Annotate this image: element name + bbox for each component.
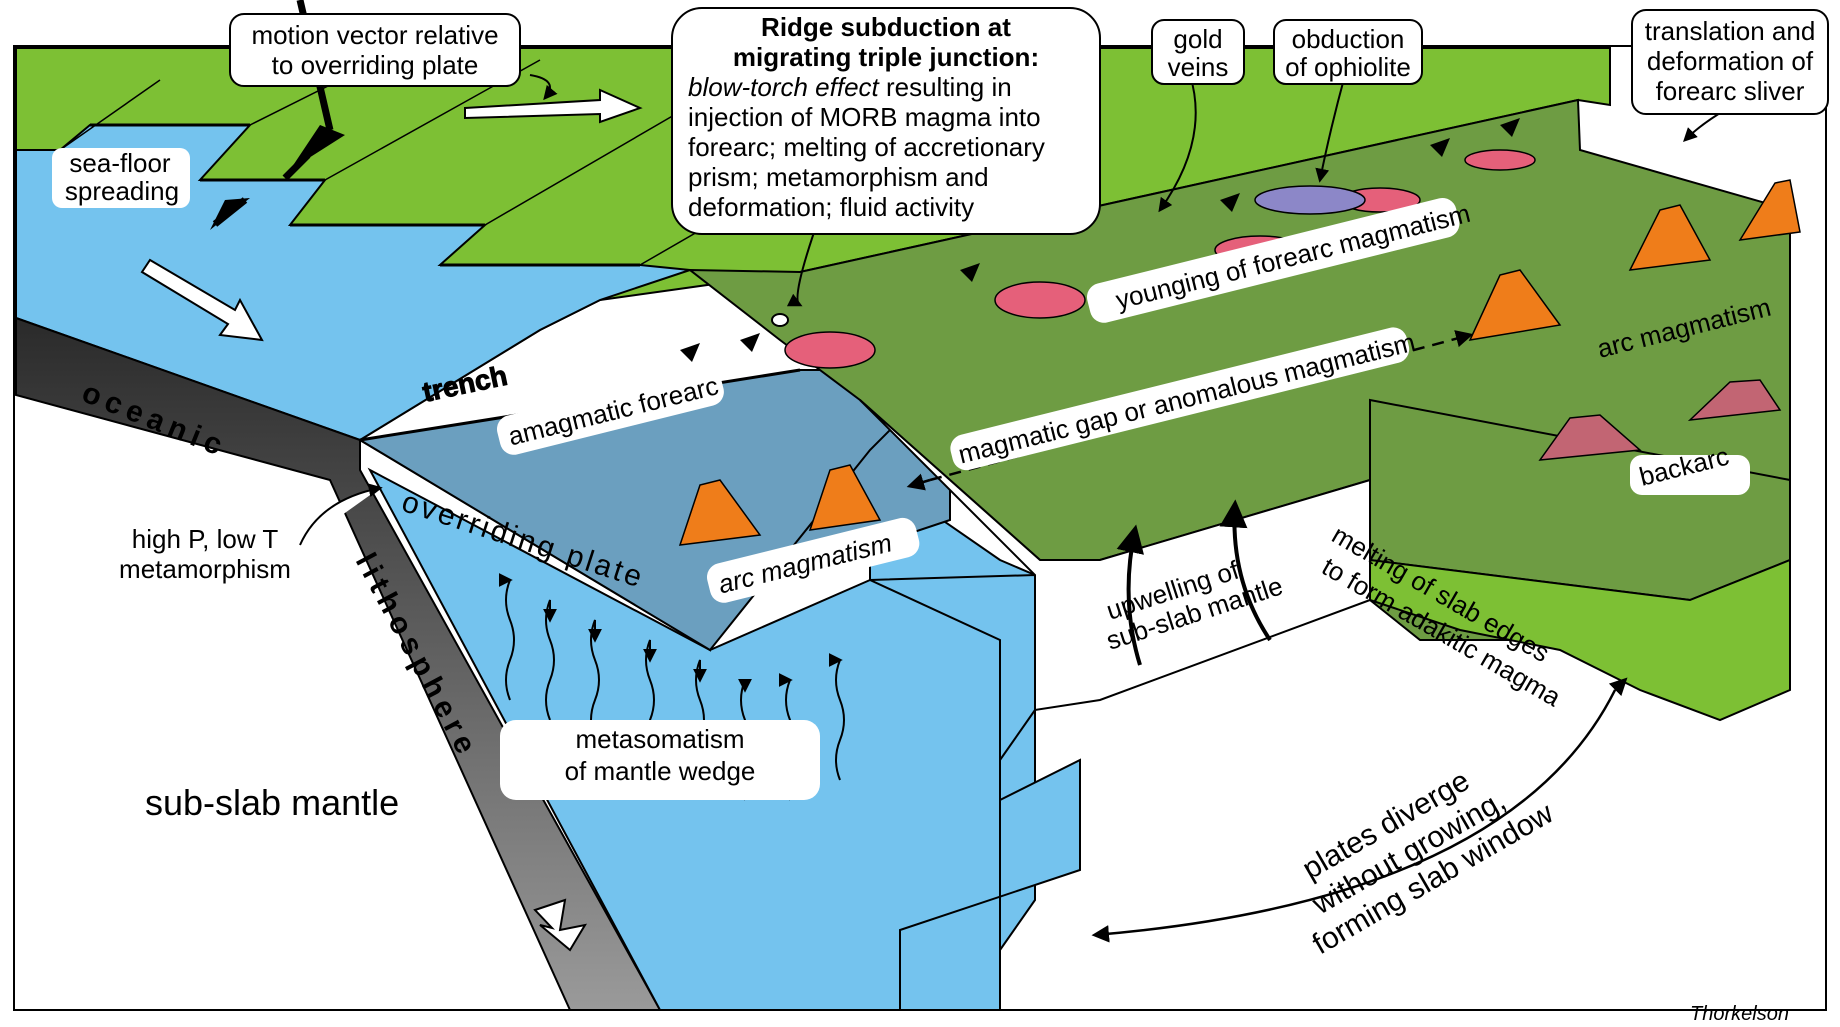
high-p-arrow (299, 483, 383, 546)
triple-junction-marker (771, 313, 789, 327)
ridge-body: blow-torch effect resulting in (688, 72, 1012, 102)
backarc-green-front (1369, 558, 1791, 722)
sub-slab-mantle-label: sub-slab mantle (145, 782, 399, 823)
backarc-volcanoes (1538, 379, 1782, 461)
ophiolite-body (1254, 185, 1366, 215)
high-p-low-t-label: high P, low T (132, 524, 279, 554)
high-p-low-t-label: metamorphism (119, 554, 291, 584)
ridge-body: deformation; fluid activity (688, 192, 974, 222)
label-backgrounds (52, 148, 1750, 800)
credit-label: Thorkelson (1690, 1003, 1789, 1025)
ridge-body: injection of MORB magma into (688, 102, 1041, 132)
ridge-title: migrating triple junction: (733, 42, 1039, 72)
sea-floor-spreading-label: spreading (65, 176, 179, 206)
arc-volcanoes (678, 179, 1801, 546)
gold-veins-label: veins (1168, 52, 1229, 82)
slab-window (859, 399, 1371, 712)
translation-label: translation and (1645, 16, 1816, 46)
obduction-label: of ophiolite (1285, 52, 1411, 82)
translation-label: forearc sliver (1656, 76, 1805, 106)
ridge-segments (90, 123, 640, 267)
sea-floor-spreading-label: sea-floor (69, 148, 170, 178)
ridge-body: prism; metamorphism and (688, 162, 989, 192)
gold-veins-label: gold (1173, 24, 1222, 54)
upwelling-arrows (1116, 499, 1272, 666)
motion-arrows (140, 88, 643, 952)
motion-vector-label: motion vector relative (251, 20, 498, 50)
ridge-body: forearc; melting of accretionary (688, 132, 1045, 162)
obduction-label: obduction (1292, 24, 1405, 54)
oceanic-slab (15, 316, 662, 1011)
trench-teeth (680, 118, 1520, 362)
translation-label: deformation of (1647, 46, 1814, 76)
metasomatism-label: of mantle wedge (565, 756, 756, 786)
spreading-arrow-heads (210, 125, 345, 230)
ridge-title: Ridge subduction at (761, 12, 1011, 42)
metasomatism-label: metasomatism (575, 724, 744, 754)
plates-diverge-arrow (1091, 689, 1617, 943)
motion-vector-label: to overriding plate (272, 50, 479, 80)
label-bubbles (229, 7, 1829, 235)
